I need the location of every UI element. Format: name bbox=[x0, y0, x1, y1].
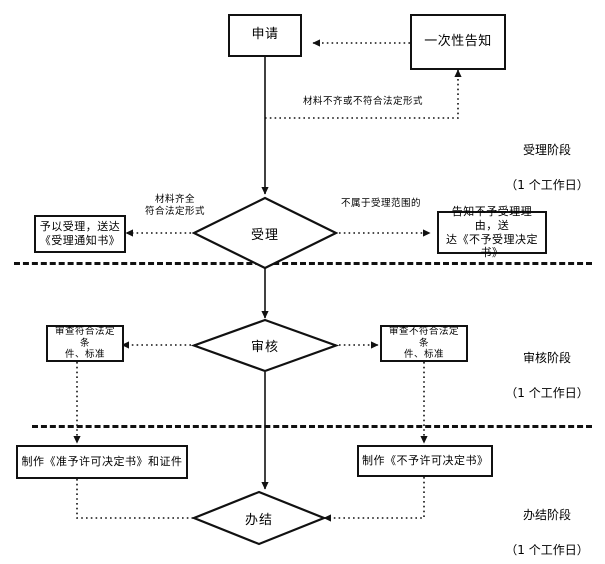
accept-diamond-shape bbox=[191, 196, 339, 270]
node-apply[interactable]: 申请 bbox=[228, 14, 302, 57]
node-deny-doc-label: 制作《不予许可决定书》 bbox=[362, 454, 489, 468]
stage-divider-2 bbox=[32, 425, 592, 428]
edge-label-incomplete-material: 材料不齐或不符合法定形式 bbox=[302, 96, 423, 107]
node-review-label: 审核 bbox=[250, 340, 279, 355]
node-accept[interactable]: 受理 bbox=[191, 196, 339, 270]
stage-caption-accept: 受理阶段 （1 个工作日） bbox=[492, 125, 602, 212]
stage-caption-review: 审核阶段 （1 个工作日） bbox=[492, 333, 602, 420]
node-grant-doc-label: 制作《准予许可决定书》和证件 bbox=[21, 455, 183, 469]
node-accept-label: 受理 bbox=[250, 227, 279, 243]
node-accept-yes[interactable]: 予以受理，送达 《受理通知书》 bbox=[34, 215, 126, 253]
stage-divider-1 bbox=[14, 262, 592, 265]
node-one-time-notice[interactable]: 一次性告知 bbox=[410, 14, 506, 70]
stage-review-duration: （1 个工作日） bbox=[505, 386, 589, 401]
done-diamond-shape bbox=[191, 490, 327, 546]
stage-accept-name: 受理阶段 bbox=[522, 143, 571, 158]
node-accept-no-label: 告知不予受理理由，送 达《不予受理决定书》 bbox=[446, 205, 538, 260]
node-done[interactable]: 办结 bbox=[191, 490, 327, 546]
review-diamond-shape bbox=[190, 318, 340, 373]
node-review-pass[interactable]: 审查符合法定条 件、标准 bbox=[46, 325, 124, 362]
node-review-fail[interactable]: 审查不符合法定条 件、标准 bbox=[380, 325, 468, 362]
edge-label-complete-material: 材料齐全 符合法定形式 bbox=[144, 194, 205, 217]
node-review-fail-label: 审查不符合法定条 件、标准 bbox=[388, 325, 459, 361]
stage-accept-duration: （1 个工作日） bbox=[505, 178, 589, 193]
edge-label-out-of-scope: 不属于受理范围的 bbox=[340, 198, 421, 209]
stage-review-name: 审核阶段 bbox=[522, 351, 571, 366]
node-review[interactable]: 审核 bbox=[190, 318, 340, 373]
node-accept-yes-label: 予以受理，送达 《受理通知书》 bbox=[39, 220, 121, 247]
stage-caption-done: 办结阶段 （1 个工作日） bbox=[492, 490, 602, 564]
stage-done-duration: （1 个工作日） bbox=[505, 543, 589, 558]
node-grant-doc[interactable]: 制作《准予许可决定书》和证件 bbox=[16, 445, 188, 479]
stage-done-name: 办结阶段 bbox=[522, 508, 571, 523]
node-deny-doc[interactable]: 制作《不予许可决定书》 bbox=[357, 445, 493, 477]
node-review-pass-label: 审查符合法定条 件、标准 bbox=[54, 325, 115, 361]
node-done-label: 办结 bbox=[244, 512, 273, 528]
node-apply-label: 申请 bbox=[251, 27, 279, 43]
node-one-time-notice-label: 一次性告知 bbox=[424, 33, 492, 49]
node-accept-no[interactable]: 告知不予受理理由，送 达《不予受理决定书》 bbox=[437, 205, 547, 259]
